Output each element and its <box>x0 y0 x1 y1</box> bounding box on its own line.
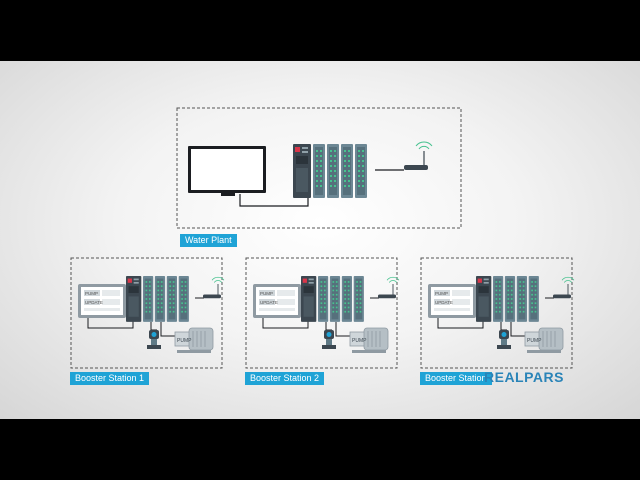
pressure-transmitter-icon <box>497 330 511 349</box>
pressure-transmitter-icon <box>147 330 161 349</box>
pump-icon: PUMP <box>524 327 564 354</box>
hmi-cable <box>87 318 134 329</box>
hmi-row-text: PUMP <box>85 291 98 296</box>
letterbox-bottom <box>0 419 640 480</box>
transmitter-cable <box>150 322 157 331</box>
letterbox-top <box>0 0 640 61</box>
pump-cable <box>510 322 525 337</box>
water-plant-label: Water Plant <box>180 234 237 247</box>
plc-rack <box>126 276 189 322</box>
station-boundary <box>70 257 223 369</box>
booster-station-1-label: Booster Station 1 <box>70 372 150 385</box>
pump-icon: PUMP <box>174 327 214 354</box>
wireless-antenna-icon <box>202 276 225 299</box>
hmi-cable <box>262 318 309 329</box>
pump-label: PUMP <box>352 338 367 344</box>
pump-label: PUMP <box>177 338 192 344</box>
hmi-row-text: PUMP <box>260 291 273 296</box>
station-boundary <box>420 257 573 369</box>
monitor-cable <box>239 194 309 207</box>
station-boundary <box>245 257 398 369</box>
hmi-panel: PUMP UPDATE <box>78 284 126 318</box>
diagram-graphics <box>176 107 462 229</box>
pump-cable <box>160 322 175 337</box>
hmi-row-text: UPDATE <box>435 300 453 305</box>
hmi-cable <box>437 318 484 329</box>
hmi-row-text: UPDATE <box>85 300 103 305</box>
pump-icon: PUMP <box>349 327 389 354</box>
booster-station-3: PUMP UPDATE PUMP <box>420 257 575 369</box>
plc-rack <box>301 276 364 322</box>
booster-stations-graphics: PUMPUPDATEPUMPPUMPUPDATEPUMPPUMPUPDATEPU… <box>70 257 575 369</box>
plc-rack <box>476 276 539 322</box>
pump-cable <box>335 322 350 337</box>
wireless-antenna-icon <box>552 276 575 299</box>
monitor <box>188 146 266 196</box>
pressure-transmitter-icon <box>322 330 336 349</box>
hmi-panel: PUMP UPDATE <box>253 284 301 318</box>
transmitter-cable <box>500 322 507 331</box>
hmi-row-text: UPDATE <box>260 300 278 305</box>
booster-station-1: PUMP UPDATE PUMP <box>70 257 225 369</box>
pump-label: PUMP <box>527 338 542 344</box>
booster-station-2-label: Booster Station 2 <box>245 372 325 385</box>
booster-station-3-label: Booster Station <box>420 372 492 385</box>
hmi-panel: PUMP UPDATE <box>428 284 476 318</box>
wireless-antenna-icon <box>377 276 400 299</box>
transmitter-cable <box>325 322 332 331</box>
hmi-row-text: PUMP <box>435 291 448 296</box>
brand-watermark: REALPARS <box>484 369 564 385</box>
booster-station-2: PUMP UPDATE PUMP <box>245 257 400 369</box>
water-plant-boundary <box>176 107 462 229</box>
